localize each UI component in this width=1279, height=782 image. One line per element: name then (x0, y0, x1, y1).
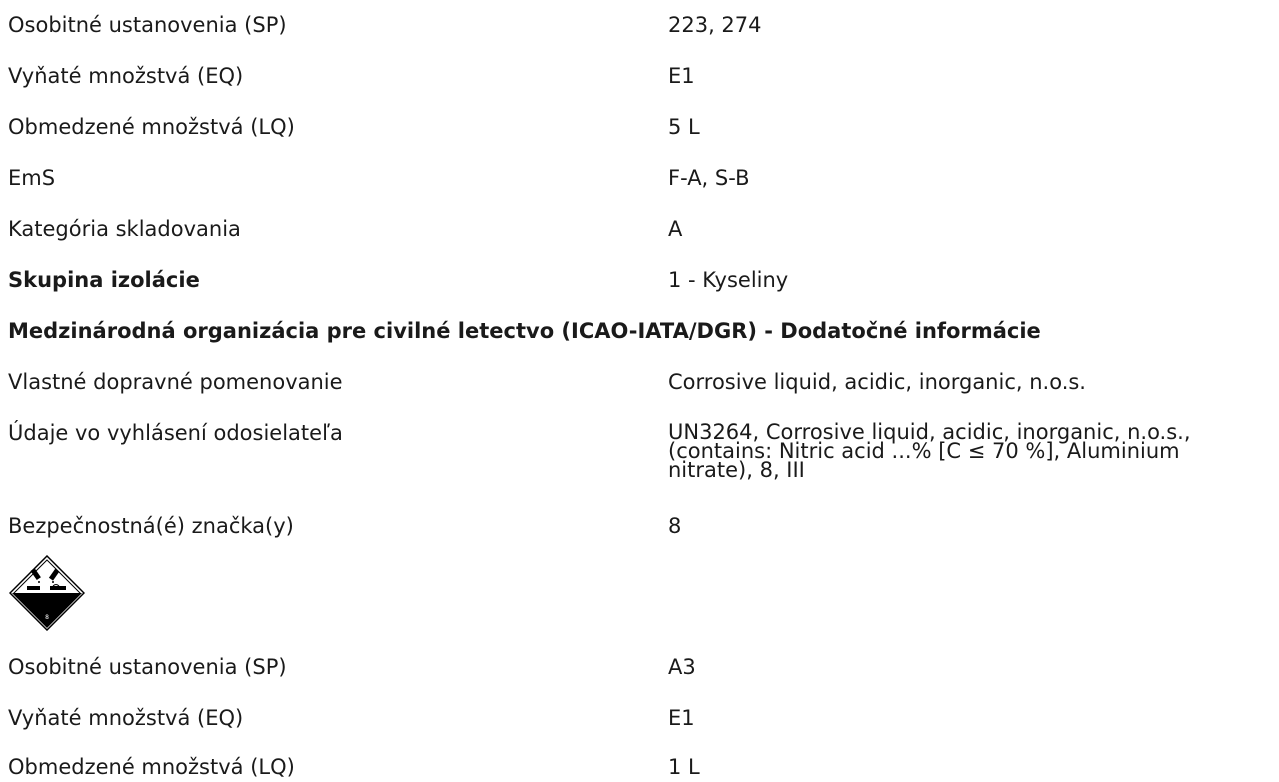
imdg-row-excepted-quantities: Vyňaté množstvá (EQ) E1 (8, 61, 1279, 91)
row-value: A (668, 217, 683, 241)
imdg-row-ems: EmS F-A, S-B (8, 163, 1279, 193)
icao-section-title: Medzinárodná organizácia pre civilné let… (8, 319, 1041, 343)
placard-class-number: 8 (45, 614, 49, 621)
imdg-row-segregation-group: Skupina izolácie 1 - Kyseliny (8, 265, 1279, 295)
row-value: 8 (668, 514, 682, 538)
row-label: Bezpečnostná(é) značka(y) (8, 514, 294, 538)
row-value: A3 (668, 655, 696, 679)
row-value: 5 L (668, 115, 700, 139)
row-label: Vyňaté množstvá (EQ) (8, 706, 244, 730)
corrosive-class-8-placard-icon: 8 (8, 554, 86, 632)
shipper-declaration-line: (contains: Nitric acid ...% [C ≤ 70 %], … (668, 439, 1180, 463)
row-value: 1 L (668, 755, 700, 779)
icao-row-limited-quantities: Obmedzené množstvá (LQ) 1 L (8, 752, 1279, 782)
row-label: EmS (8, 166, 56, 190)
row-label: Osobitné ustanovenia (SP) (8, 655, 287, 679)
shipper-declaration-line: UN3264, Corrosive liquid, acidic, inorga… (668, 420, 1191, 444)
row-label: Vlastné dopravné pomenovanie (8, 370, 343, 394)
shipper-declaration-text: UN3264, Corrosive liquid, acidic, inorga… (668, 420, 1279, 482)
row-value: F-A, S-B (668, 166, 750, 190)
row-label: Osobitné ustanovenia (SP) (8, 13, 287, 37)
row-value: E1 (668, 706, 695, 730)
row-value: 223, 274 (668, 13, 762, 37)
icao-row-danger-labels: Bezpečnostná(é) značka(y) 8 (8, 511, 1279, 541)
imdg-row-stowage-category: Kategória skladovania A (8, 214, 1279, 244)
row-label: Údaje vo vyhlásení odosielateľa (8, 421, 343, 445)
imdg-row-limited-quantities: Obmedzené množstvá (LQ) 5 L (8, 112, 1279, 142)
row-value: E1 (668, 64, 695, 88)
icao-row-shipper-declaration: Údaje vo vyhlásení odosielateľa (8, 418, 1279, 448)
row-value: 1 - Kyseliny (668, 268, 789, 292)
shipper-declaration-line: nitrate), 8, III (668, 458, 805, 482)
icao-row-special-provisions: Osobitné ustanovenia (SP) A3 (8, 652, 1279, 682)
imdg-row-special-provisions: Osobitné ustanovenia (SP) 223, 274 (8, 10, 1279, 40)
row-label: Vyňaté množstvá (EQ) (8, 64, 244, 88)
icao-row-excepted-quantities: Vyňaté množstvá (EQ) E1 (8, 703, 1279, 733)
row-value: Corrosive liquid, acidic, inorganic, n.o… (668, 370, 1086, 394)
row-label: Kategória skladovania (8, 217, 241, 241)
icao-row-proper-shipping-name: Vlastné dopravné pomenovanie Corrosive l… (8, 367, 1279, 397)
row-label: Obmedzené množstvá (LQ) (8, 115, 295, 139)
row-label: Skupina izolácie (8, 268, 200, 292)
row-label: Obmedzené množstvá (LQ) (8, 755, 295, 779)
